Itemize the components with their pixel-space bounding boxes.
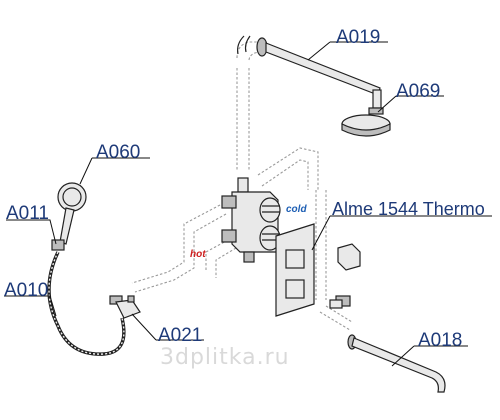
- label-a010: A010: [4, 280, 49, 301]
- pipe-lower-left: [131, 204, 227, 293]
- knobs: [329, 243, 361, 309]
- leader-thermo: [311, 215, 492, 251]
- hand-shower: [51, 182, 87, 251]
- leader-a060: [79, 157, 150, 185]
- pipe-riser-to-shower: [236, 41, 263, 170]
- label-thermo: Alme 1544 Thermo: [332, 199, 485, 219]
- shower-hose: [47, 251, 126, 356]
- wall-outlet: [109, 295, 141, 319]
- leader-a011: [6, 219, 57, 245]
- mixer-body: [221, 177, 281, 263]
- watermark: 3dplitka.ru: [160, 345, 290, 370]
- leader-a021: [131, 313, 204, 341]
- label-hot: hot: [190, 249, 206, 260]
- pipe-hot-supply: [205, 239, 237, 278]
- leader-a019: [307, 41, 388, 61]
- label-a011: A011: [6, 203, 49, 224]
- label-a069: A069: [396, 81, 441, 102]
- shower-arm: [237, 35, 381, 96]
- label-a019: A019: [336, 27, 381, 48]
- leader-a010: [4, 295, 57, 317]
- label-cold: cold: [286, 204, 307, 215]
- pipe-to-spout: [315, 190, 353, 331]
- label-a060: A060: [96, 142, 141, 163]
- label-a018: A018: [418, 330, 463, 351]
- shower-head: [341, 89, 391, 137]
- leader-a069: [377, 95, 444, 113]
- pipe-cold-supply: [257, 147, 319, 190]
- label-a021: A021: [158, 325, 203, 346]
- bath-spout: [347, 334, 446, 393]
- faceplate: [275, 223, 315, 317]
- leader-a018: [391, 345, 468, 367]
